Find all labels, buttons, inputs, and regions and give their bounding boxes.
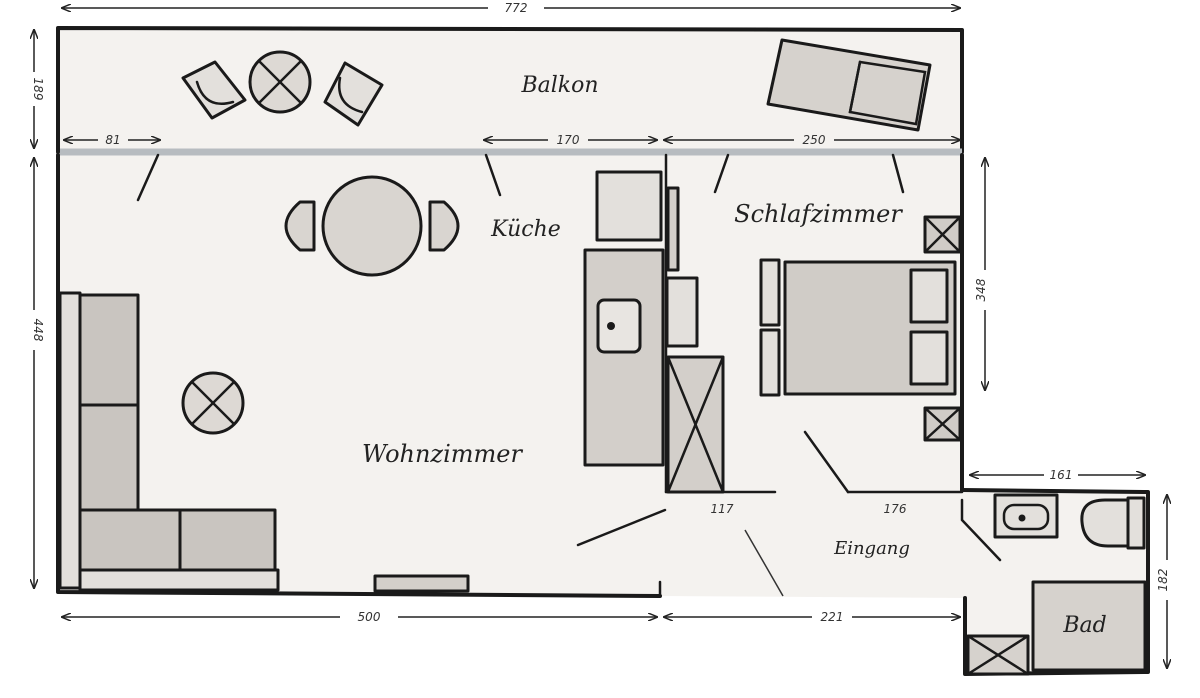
outer-wall-left xyxy=(56,153,662,598)
sofa-back-left xyxy=(58,291,82,590)
nightstand-top xyxy=(923,215,962,254)
living-door-swing xyxy=(576,508,667,547)
kitchen-sink xyxy=(596,298,642,354)
bedside-bench-top xyxy=(759,258,781,327)
bath-furniture xyxy=(966,493,1147,676)
washbasin-bowl xyxy=(1002,503,1050,531)
dim-bath-height: 182 xyxy=(1156,569,1170,592)
room-label-eingang: Eingang xyxy=(833,538,910,559)
tv-console xyxy=(373,574,470,593)
dining-chair-right xyxy=(428,200,460,252)
toilet-tank xyxy=(1126,496,1146,550)
room-label-balkon: Balkon xyxy=(520,73,598,98)
dim-hall-door: 117 xyxy=(711,502,734,516)
kitchen-cabinet-thin xyxy=(666,186,680,272)
balkon-door-right-b xyxy=(891,153,905,194)
dim-bath-width: 161 xyxy=(1050,468,1073,482)
dim-balkon-door-mid: 170 xyxy=(557,133,580,147)
room-label-kueche: Küche xyxy=(490,217,561,242)
sink-drain xyxy=(607,322,615,330)
dim-top-total: 772 xyxy=(505,1,528,15)
balkon-chair-right xyxy=(323,61,384,127)
bedroom-furniture xyxy=(759,215,962,442)
dim-balkon-door-left: 81 xyxy=(105,133,120,147)
kitchen-counter xyxy=(583,248,665,467)
kitchen-units xyxy=(583,170,725,494)
room-label-bad: Bad xyxy=(1062,613,1106,638)
dim-bottom-right: 221 xyxy=(821,610,844,624)
bath-entrance-wall xyxy=(960,498,1002,562)
nightstand-bottom xyxy=(923,406,962,442)
washbasin-drain xyxy=(1018,514,1026,522)
bedroom-door-swing xyxy=(803,430,850,494)
sofa-section-upper xyxy=(78,293,140,407)
dim-bottom-left: 500 xyxy=(358,610,381,624)
balkon-door-right-a xyxy=(713,153,730,194)
dining-chair-left xyxy=(284,200,316,252)
dining-table xyxy=(321,175,423,277)
balkon-furniture: Balkon xyxy=(181,38,932,132)
pillow-top xyxy=(909,268,949,324)
dimension-lines: 772 189 81 170 250 348 448 161 117 176 1… xyxy=(26,0,1175,668)
sun-lounger xyxy=(766,38,932,132)
dining-area xyxy=(284,175,460,277)
living-side-table xyxy=(181,371,245,435)
bedside-bench-bottom xyxy=(759,328,781,397)
dim-living-height: 448 xyxy=(31,319,45,342)
living-furniture xyxy=(58,291,470,593)
balkon-outline xyxy=(56,26,964,154)
balkon-door-left xyxy=(136,153,160,202)
room-label-schlafzimmer: Schlafzimmer xyxy=(734,200,903,228)
balkon-table xyxy=(248,50,312,114)
sofa-section-lower xyxy=(78,403,140,512)
bathtub xyxy=(1031,580,1147,672)
dim-balkon-door-right: 250 xyxy=(803,133,826,147)
dim-bedroom-height: 348 xyxy=(974,278,988,301)
room-label-wohnzimmer: Wohnzimmer xyxy=(362,440,523,468)
kitchen-cabinet-top xyxy=(595,170,663,242)
wardrobe-hall xyxy=(666,355,725,494)
balkon-chair-left xyxy=(181,60,247,120)
dim-balkon-height: 189 xyxy=(31,78,45,101)
sofa-back-bottom xyxy=(78,568,280,592)
kitchen-cabinet-small xyxy=(665,276,699,348)
pillow-bottom xyxy=(909,330,949,386)
balkon-door-mid xyxy=(484,153,502,197)
dim-hall-width: 176 xyxy=(884,502,907,516)
sofa-seat-right xyxy=(178,508,277,572)
bath-cabinet xyxy=(966,634,1030,676)
entrance-door-line xyxy=(744,529,784,597)
toilet xyxy=(1080,498,1130,548)
sofa-seat-left xyxy=(78,508,182,572)
